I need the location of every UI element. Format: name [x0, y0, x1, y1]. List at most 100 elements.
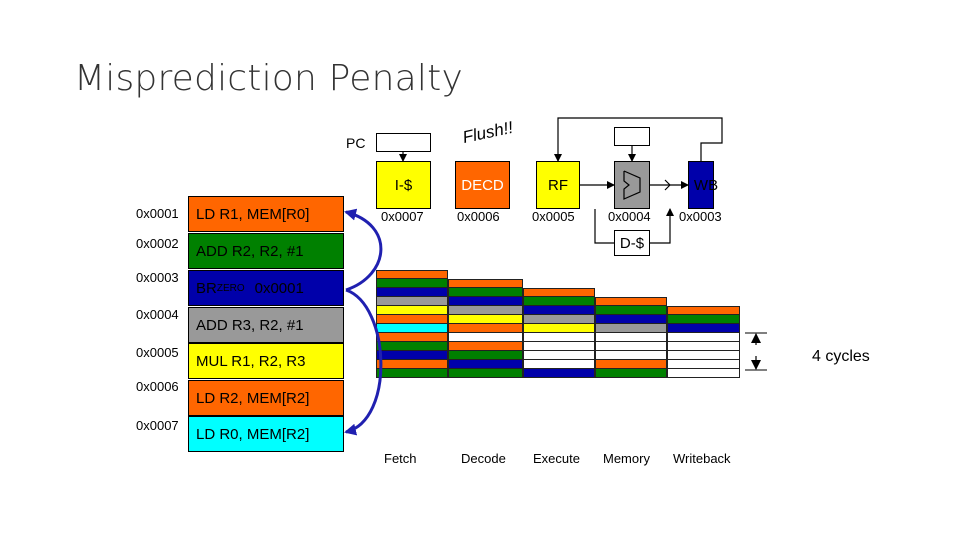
timeline-cell	[448, 369, 523, 378]
instr-text: LD R2, MEM[R2]	[196, 389, 310, 407]
instr-row: ADD R2, R2, #1	[188, 233, 344, 269]
timeline-cell	[523, 306, 595, 315]
instr-text: LD R0, MEM[R2]	[196, 425, 310, 443]
pipeline-addr-fetch: 0x0007	[381, 209, 424, 224]
instr-text: LD R1, MEM[R0]	[196, 205, 310, 223]
timeline-cell	[448, 351, 523, 360]
timeline-cell	[376, 369, 448, 378]
timeline-cell	[523, 369, 595, 378]
stage-icache: I-$	[376, 161, 431, 209]
timeline-cell	[448, 324, 523, 333]
instr-addr: 0x0001	[136, 206, 179, 221]
timeline-cell	[523, 315, 595, 324]
stage-regfile-label: RF	[548, 176, 568, 194]
timeline-label-memory: Memory	[603, 451, 650, 466]
timeline-column-execute	[523, 288, 595, 378]
timeline-cell	[595, 351, 667, 360]
timeline-cell	[448, 315, 523, 324]
timeline-cell	[595, 369, 667, 378]
instr-text: ADD R2, R2, #1	[196, 242, 304, 260]
timeline-cell	[448, 360, 523, 369]
timeline-cell	[448, 306, 523, 315]
timeline-label-execute: Execute	[533, 451, 580, 466]
timeline-cell	[523, 288, 595, 297]
instr-addr: 0x0007	[136, 418, 179, 433]
timeline-cell	[667, 369, 740, 378]
pc-register	[376, 133, 431, 152]
stage-alu	[614, 161, 650, 209]
timeline-cell	[595, 333, 667, 342]
timeline-cell	[667, 333, 740, 342]
timeline-column-memory	[595, 297, 667, 378]
timeline-cell	[523, 324, 595, 333]
instr-text-tail: 0x0001	[254, 279, 304, 297]
instr-row: LD R1, MEM[R0]	[188, 196, 344, 232]
pipeline-addr-decode: 0x0006	[457, 209, 500, 224]
pc-label: PC	[346, 135, 366, 151]
timeline-cell	[448, 297, 523, 306]
timeline-cell	[595, 306, 667, 315]
timeline-cell	[376, 360, 448, 369]
instr-addr: 0x0002	[136, 236, 179, 251]
cycles-label: 4 cycles	[812, 348, 870, 365]
dcache-label: D-$	[619, 234, 645, 252]
timeline-cell	[523, 351, 595, 360]
timeline-cell	[376, 288, 448, 297]
timeline-cell	[376, 279, 448, 288]
instr-addr: 0x0004	[136, 307, 179, 322]
pipeline-addr-execute: 0x0005	[532, 209, 575, 224]
timeline-cell	[667, 324, 740, 333]
timeline-cell	[667, 306, 740, 315]
timeline-cell	[376, 270, 448, 279]
timeline-column-decode	[448, 279, 523, 378]
timeline-cell	[448, 333, 523, 342]
timeline-cell	[595, 342, 667, 351]
timeline-cell	[595, 324, 667, 333]
timeline-label-decode: Decode	[461, 451, 506, 466]
instr-row: MUL R1, R2, R3	[188, 343, 344, 379]
timeline-cell	[667, 360, 740, 369]
timeline-cell	[376, 315, 448, 324]
stage-regfile: RF	[536, 161, 580, 209]
instr-text-small: ZERO	[216, 282, 245, 294]
instr-text-main: BR	[196, 279, 217, 297]
timeline-cell	[595, 315, 667, 324]
slide-title: Misprediction Penalty	[74, 58, 463, 99]
timeline-cell	[376, 306, 448, 315]
instr-addr: 0x0006	[136, 379, 179, 394]
stage-icache-label: I-$	[394, 176, 413, 194]
timeline-cell	[523, 297, 595, 306]
timeline-label-fetch: Fetch	[384, 451, 417, 466]
timeline-cell	[523, 333, 595, 342]
stage-writeback-label: WB	[693, 176, 719, 194]
pipeline-addr-memory: 0x0004	[608, 209, 651, 224]
instr-row: LD R2, MEM[R2]	[188, 380, 344, 416]
alu-icon	[623, 170, 641, 200]
timeline-cell	[667, 342, 740, 351]
instr-addr: 0x0005	[136, 345, 179, 360]
instr-row: ADD R3, R2, #1	[188, 307, 344, 343]
timeline-cell	[523, 360, 595, 369]
stage-decode: DECD	[455, 161, 510, 209]
dcache-box: D-$	[614, 230, 650, 256]
timeline-cell	[595, 297, 667, 306]
timeline-cell	[376, 333, 448, 342]
pipeline-addr-writeback: 0x0003	[679, 209, 722, 224]
timeline-cell	[448, 279, 523, 288]
alu-output-register	[614, 127, 650, 146]
instr-row: LD R0, MEM[R2]	[188, 416, 344, 452]
timeline-cell	[376, 297, 448, 306]
timeline-cell	[448, 342, 523, 351]
stage-decode-label: DECD	[461, 176, 504, 194]
timeline-cell	[523, 342, 595, 351]
timeline-cell	[667, 315, 740, 324]
timeline-cell	[376, 342, 448, 351]
timeline-cell	[595, 360, 667, 369]
instr-text: MUL R1, R2, R3	[196, 352, 306, 370]
timeline-cell	[448, 288, 523, 297]
timeline-column-fetch	[376, 270, 448, 378]
timeline-label-writeback: Writeback	[673, 451, 731, 466]
instr-text: ADD R3, R2, #1	[196, 316, 304, 334]
